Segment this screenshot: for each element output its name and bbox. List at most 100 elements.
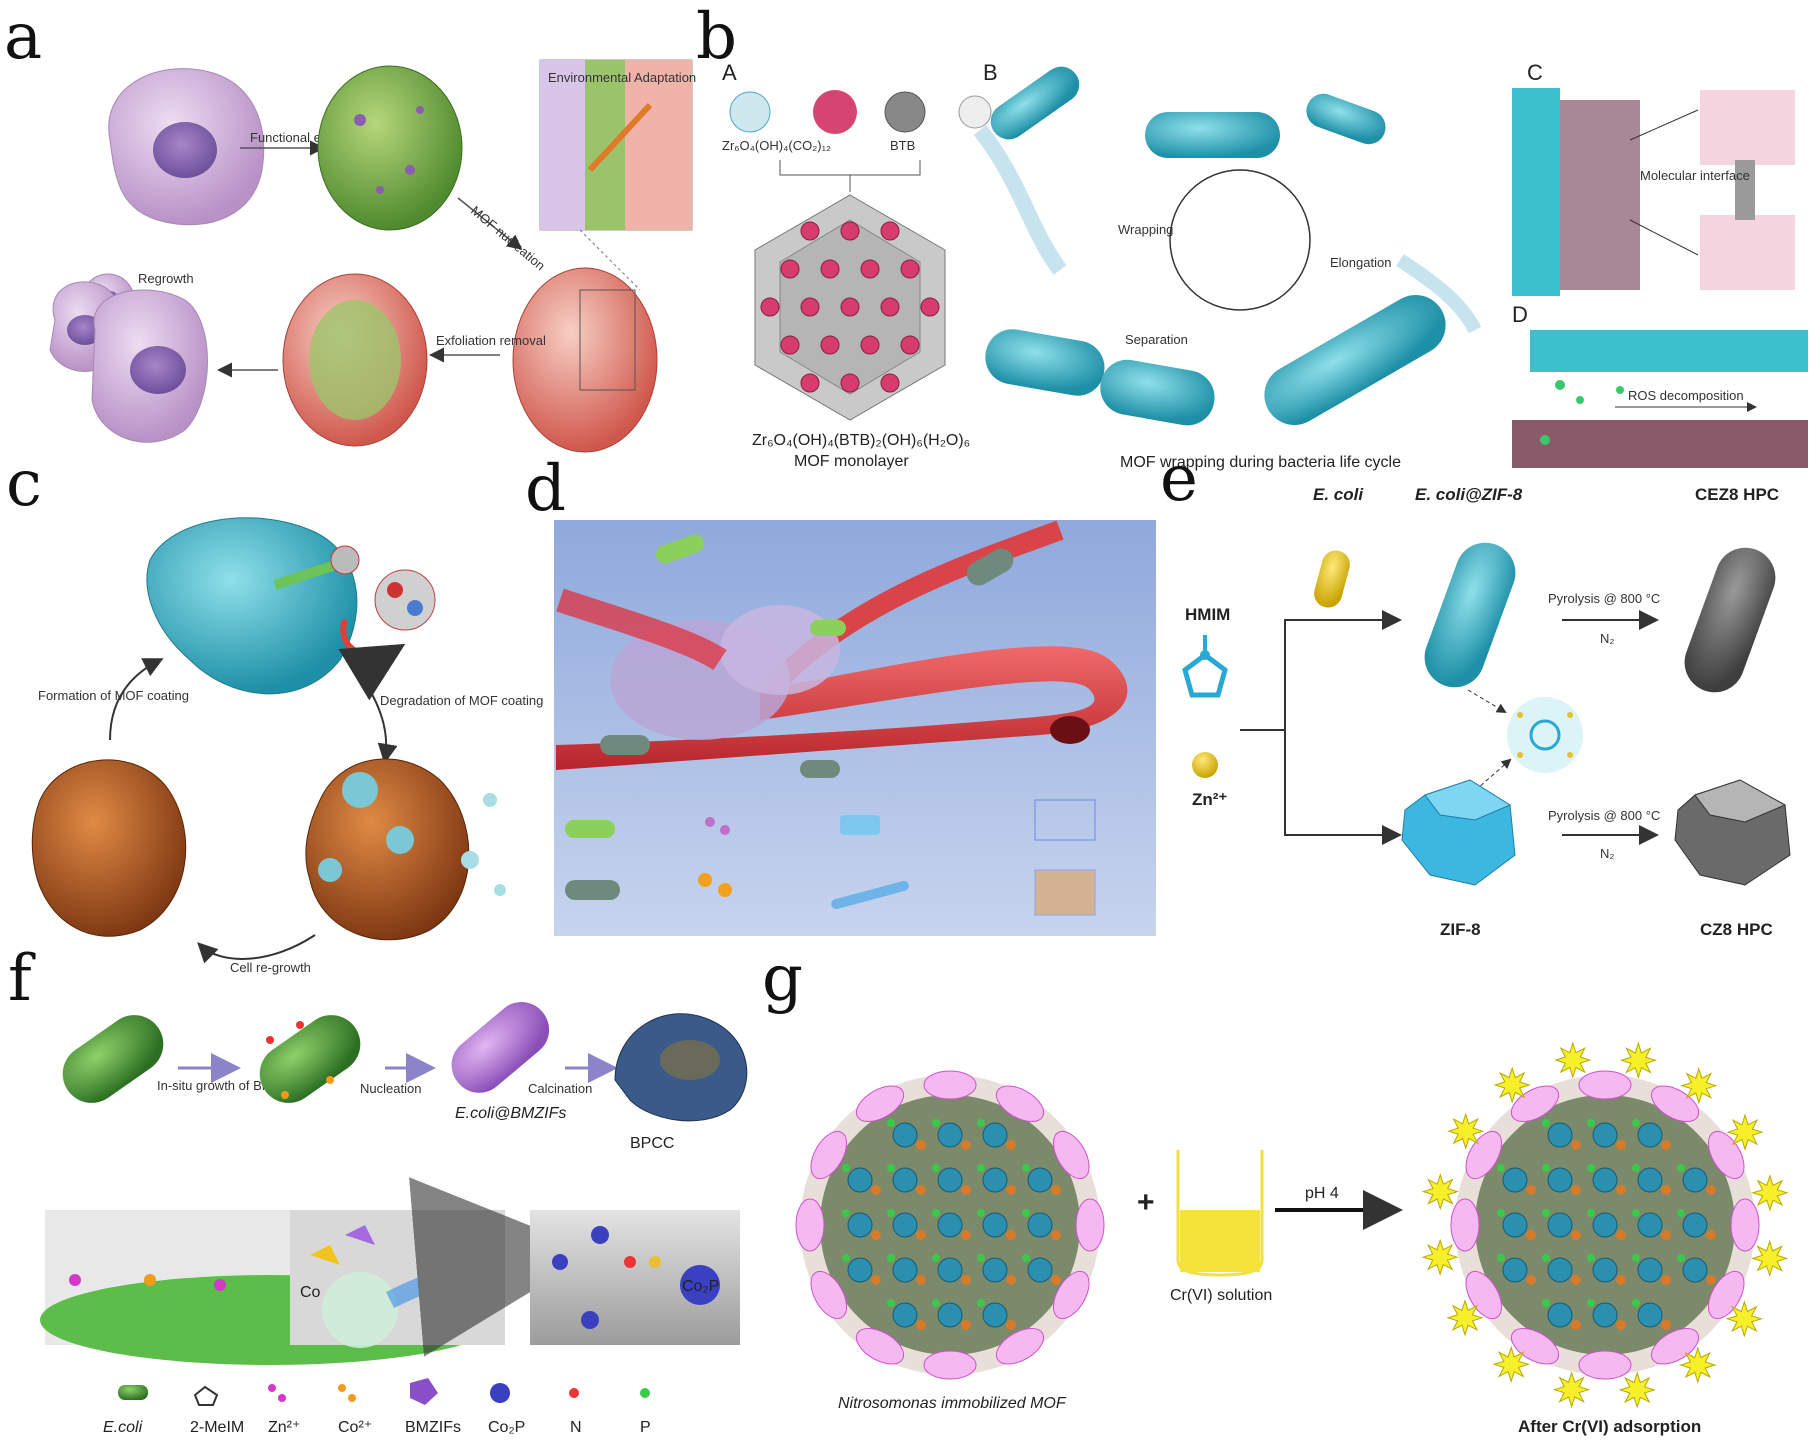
linker — [1006, 1140, 1016, 1150]
mof-coated-seed — [146, 517, 358, 695]
panel-b: b A B C D Zr₆O₄(OH)₄(CO₂)₁₂ BTB Zr₆O₄(OH… — [696, 0, 1808, 471]
ligand-atom — [932, 1299, 940, 1307]
ligand-atom — [1542, 1254, 1550, 1262]
linker — [1526, 1185, 1536, 1195]
metal-node — [1592, 1302, 1618, 1328]
metal-node — [982, 1167, 1008, 1193]
metal-node — [1027, 1257, 1053, 1283]
ligand-atom — [1587, 1209, 1595, 1217]
bmzif-growth-bacterium — [259, 1015, 361, 1103]
linker — [1661, 1275, 1671, 1285]
linker — [1526, 1230, 1536, 1240]
metal-node — [1592, 1167, 1618, 1193]
metal-node — [937, 1302, 963, 1328]
bacteria-cycle — [973, 66, 1482, 426]
co-label: Co — [300, 1284, 321, 1301]
metal-node — [1502, 1212, 1528, 1238]
metal-node — [1592, 1257, 1618, 1283]
metal-node — [1547, 1212, 1573, 1238]
metal-node — [1637, 1212, 1663, 1238]
mammalian-cell — [108, 68, 265, 226]
mof-right-decor — [1421, 1041, 1789, 1409]
metal-node — [847, 1167, 873, 1193]
monolayer-formula: Zr₆O₄(OH)₄(BTB)₂(OH)₆(H₂O)₆ — [752, 432, 970, 449]
linker — [1571, 1230, 1581, 1240]
surface-particles — [266, 1021, 334, 1099]
linker — [1571, 1320, 1581, 1330]
zn-label: Zn²⁺ — [1192, 790, 1227, 809]
ligand-atom — [842, 1254, 850, 1262]
mof-node — [780, 259, 800, 279]
panel-label-c: c — [6, 447, 42, 521]
molecular-interface — [1512, 88, 1795, 296]
linker — [1616, 1320, 1626, 1330]
zoom-panel-3 — [530, 1210, 740, 1345]
metal-node — [1682, 1257, 1708, 1283]
linker — [961, 1320, 971, 1330]
tumor-mass — [610, 605, 840, 740]
panel-d: d — [525, 452, 1156, 936]
cr-vi-adsorbate — [1726, 1113, 1764, 1151]
legend-f — [118, 1378, 650, 1406]
mof-node — [780, 335, 800, 355]
mof-node — [800, 221, 820, 241]
linker — [1006, 1275, 1016, 1285]
metal-node — [937, 1167, 963, 1193]
metal-node — [1637, 1167, 1663, 1193]
ligand-atom — [1677, 1254, 1685, 1262]
mof-node — [900, 259, 920, 279]
ligand-atom — [1542, 1164, 1550, 1172]
mof-node — [820, 335, 840, 355]
ligand-atom — [977, 1164, 985, 1172]
component-molecules — [729, 90, 992, 134]
ligand-atom — [977, 1209, 985, 1217]
metal-node — [982, 1122, 1008, 1148]
hmim-label: HMIM — [1185, 605, 1230, 624]
nitrosomonas-cell — [1578, 1350, 1632, 1380]
ligand-atom — [842, 1209, 850, 1217]
ligand-atom — [932, 1254, 940, 1262]
linker — [1706, 1185, 1716, 1195]
mof-left-decor — [795, 1070, 1105, 1380]
ligand-atom — [887, 1209, 895, 1217]
ecoli-bacterium — [62, 1015, 164, 1103]
arrow-c3 — [109, 658, 164, 741]
ligand-atom — [887, 1299, 895, 1307]
mof-nodes — [760, 221, 940, 393]
nitrosomonas-cell — [995, 1085, 1045, 1123]
dashed-arrow-1 — [1467, 689, 1507, 714]
ecoli-cell — [1314, 550, 1350, 608]
metal-node — [1547, 1257, 1573, 1283]
ligand-atom — [977, 1299, 985, 1307]
metal-node — [1547, 1122, 1573, 1148]
metal-node — [1682, 1212, 1708, 1238]
nitrosomonas-cell — [795, 1198, 825, 1252]
mof-node — [880, 297, 900, 317]
mof-node — [840, 297, 860, 317]
legend-co2p: Co₂P — [488, 1419, 525, 1436]
linker — [1526, 1275, 1536, 1285]
step-calcination: Calcination — [528, 1081, 592, 1096]
ligand-atom — [1632, 1254, 1640, 1262]
legend-2meim: 2-MeIM — [190, 1419, 244, 1436]
linker — [916, 1320, 926, 1330]
nitrosomonas-cell — [1707, 1270, 1745, 1320]
metal-node — [1547, 1167, 1573, 1193]
linker — [1006, 1185, 1016, 1195]
step-regrowth: Regrowth — [138, 271, 194, 286]
ligand-atom — [1497, 1164, 1505, 1172]
bare-seed — [31, 759, 187, 937]
nitrosomonas-cell — [810, 1270, 848, 1320]
metal-node — [1637, 1302, 1663, 1328]
mof-coated-cell — [512, 267, 658, 453]
ligand-atom — [1497, 1254, 1505, 1262]
metal-node — [892, 1302, 918, 1328]
linker — [1571, 1275, 1581, 1285]
ros-decomposition — [1512, 330, 1808, 468]
n2-bottom: N₂ — [1600, 846, 1614, 861]
panel-e: e HMIM Zn²⁺ E. coli E. coli@ZIF-8 ZIF-8 — [1160, 442, 1791, 939]
linker — [961, 1275, 971, 1285]
cycle-elongation: Elongation — [1330, 255, 1391, 270]
mof-node — [800, 297, 820, 317]
